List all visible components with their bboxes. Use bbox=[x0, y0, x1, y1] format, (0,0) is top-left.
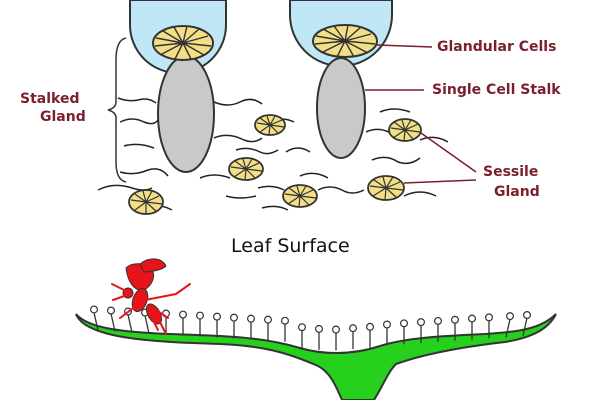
label-sessile-gland-line2: Gland bbox=[494, 184, 540, 200]
tentacle-head bbox=[264, 315, 273, 324]
leaf-cross-section bbox=[75, 305, 557, 400]
leaf-tissue-lines bbox=[97, 97, 449, 211]
tentacle-head bbox=[434, 316, 443, 325]
insect-icon bbox=[111, 258, 191, 335]
tentacle-head bbox=[451, 315, 460, 324]
tentacle-head bbox=[332, 325, 341, 334]
tentacle-head bbox=[247, 314, 256, 323]
stalk-right bbox=[316, 57, 366, 159]
stalked-gland-left bbox=[129, 0, 227, 173]
tentacle-stalk bbox=[93, 312, 99, 331]
sessile-gland bbox=[228, 157, 264, 181]
sessile-gland bbox=[367, 175, 405, 201]
stalked-gland-bracket bbox=[107, 37, 127, 183]
tentacle-head bbox=[417, 318, 426, 327]
stalk-left bbox=[157, 55, 215, 173]
tentacle-head bbox=[315, 324, 324, 333]
label-glandular-cells: Glandular Cells bbox=[437, 39, 557, 55]
tentacle-head bbox=[89, 305, 98, 314]
label-leaf-surface: Leaf Surface bbox=[231, 235, 350, 257]
tentacle-stalk bbox=[127, 314, 133, 333]
leaf-blade bbox=[75, 313, 557, 400]
tentacle-stalk bbox=[144, 315, 150, 334]
tentacle-head bbox=[485, 313, 494, 322]
tentacle-head bbox=[468, 314, 477, 323]
sessile-gland bbox=[254, 114, 286, 136]
tentacle-head bbox=[366, 322, 375, 331]
tentacle-head bbox=[196, 311, 205, 320]
sessile-gland bbox=[282, 184, 318, 208]
label-stalked-gland-line1: Stalked bbox=[20, 91, 80, 107]
tentacle-head bbox=[506, 312, 515, 321]
tentacle-head bbox=[298, 323, 307, 332]
tentacle-stalk bbox=[522, 317, 528, 337]
tentacle-head bbox=[400, 319, 409, 328]
tentacle-head bbox=[179, 310, 188, 319]
tentacle-head bbox=[213, 312, 222, 321]
tentacle-stalk bbox=[110, 313, 116, 332]
tentacle-head bbox=[230, 313, 239, 322]
tentacle-head bbox=[522, 310, 531, 319]
label-stalked-gland-line2: Gland bbox=[40, 109, 86, 125]
sessile-gland bbox=[388, 118, 422, 142]
label-single-cell-stalk: Single Cell Stalk bbox=[432, 82, 561, 98]
sessile-gland bbox=[128, 189, 164, 215]
tentacle-head bbox=[281, 316, 290, 325]
label-sessile-gland-line1: Sessile bbox=[483, 164, 539, 180]
tentacle-head bbox=[383, 320, 392, 329]
tentacle-stalk bbox=[505, 319, 511, 338]
pointer-lines bbox=[365, 44, 477, 184]
tentacles bbox=[89, 305, 531, 351]
tentacle-head bbox=[349, 324, 358, 333]
tentacle-head bbox=[106, 306, 115, 315]
sessile-glands bbox=[128, 114, 422, 215]
stalked-gland-right bbox=[289, 0, 393, 159]
